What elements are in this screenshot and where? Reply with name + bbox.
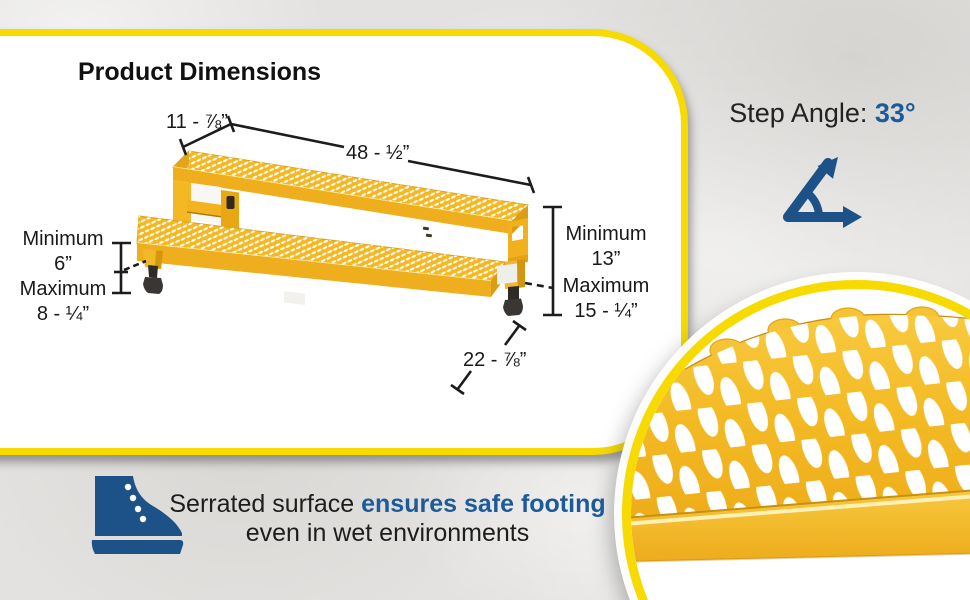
panel-title: Product Dimensions [78,58,322,86]
dim-top-depth: 11 - ⅞” [166,111,228,133]
serrated-closeup-photo [631,289,970,600]
serrated-surface-closeup [622,280,970,600]
dim-length: 48 - ½” [346,142,410,164]
callout-bold-text: ensures safe footing [361,490,606,518]
dim-bottom-depth: 22 - ⅞” [463,349,527,371]
callout-line2: even in wet environments [245,519,530,547]
serrated-callout: Serrated surface ensures safe footing ev… [150,490,625,548]
step-angle-label: Step Angle: [729,98,875,128]
step-angle-value: 33° [874,98,916,128]
angle-icon [783,157,862,228]
callout-normal-text: Serrated surface [169,490,362,518]
closeup-tread [631,306,970,563]
step-angle-line: Step Angle: 33° [700,98,945,129]
